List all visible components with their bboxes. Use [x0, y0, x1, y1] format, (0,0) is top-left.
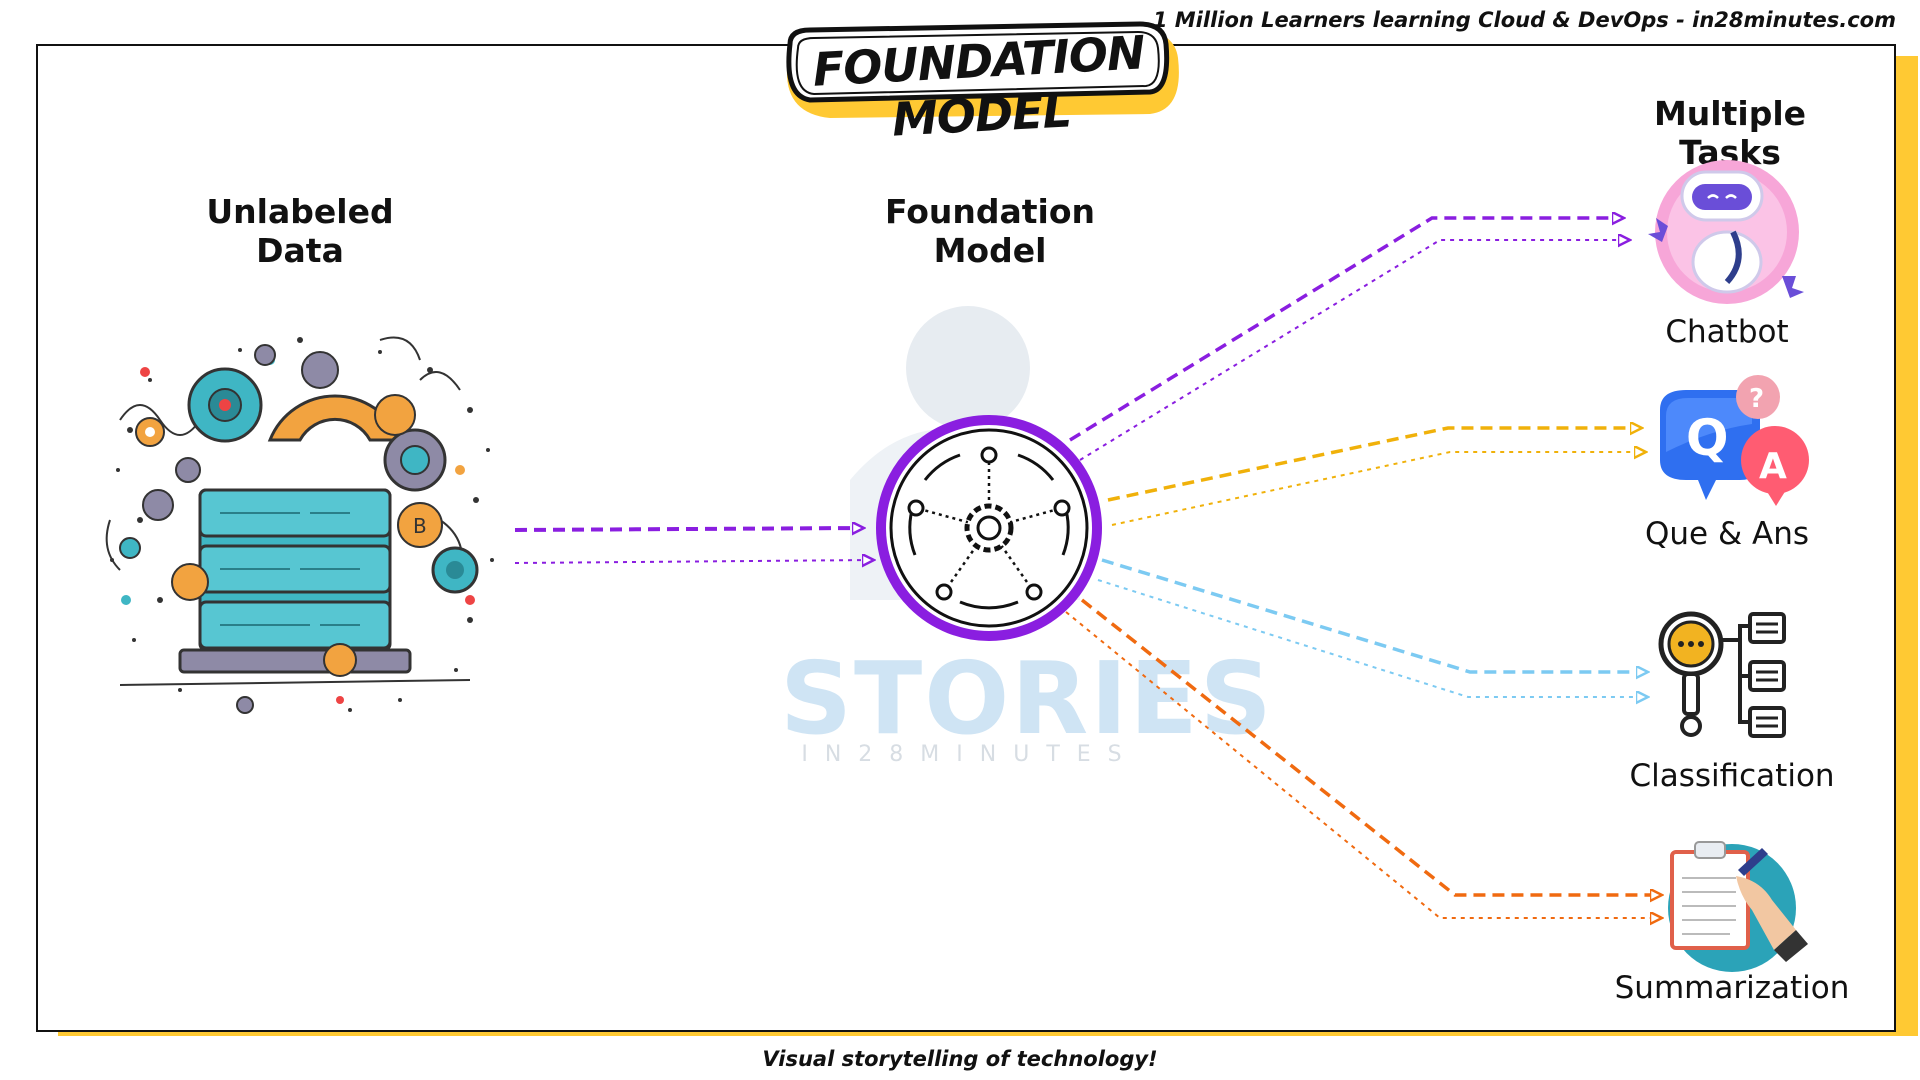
tagline: 1 Million Learners learning Cloud & DevO…	[1152, 8, 1896, 32]
watermark-sub: IN28MINUTES	[801, 742, 1139, 767]
svg-text:?: ?	[1749, 384, 1764, 414]
qa-bubbles-icon: Q A ?	[1660, 375, 1809, 506]
svg-text:B: B	[413, 514, 427, 538]
svg-text:A: A	[1759, 446, 1787, 487]
svg-text:Q: Q	[1686, 409, 1729, 467]
task-label-qa: Que & Ans	[1644, 516, 1809, 552]
model-heading: Foundation Model	[884, 192, 1095, 270]
classification-arrow-secondary	[1097, 579, 1646, 697]
task-label-chatbot: Chatbot	[1665, 314, 1789, 350]
task-label-classification: Classification	[1629, 758, 1835, 794]
title-badge	[786, 21, 1179, 118]
classification-arrow-main	[1101, 558, 1646, 672]
clipboard-pen-icon	[1668, 841, 1808, 972]
input-heading: Unlabeled Data	[206, 192, 394, 270]
chatbot-arrow-main	[1069, 218, 1622, 442]
qa-arrow-main	[1107, 428, 1640, 502]
summarization-arrow-main	[1080, 598, 1660, 895]
scatter-dots	[110, 337, 494, 712]
input-arrow-main	[514, 528, 862, 530]
task-label-summarization: Summarization	[1614, 970, 1850, 1006]
input-arrow-secondary	[514, 560, 872, 563]
qa-arrow-secondary	[1111, 452, 1644, 526]
robot-icon	[1648, 160, 1804, 304]
magnifier-list-icon	[1658, 611, 1786, 738]
footer-text: Visual storytelling of technology!	[762, 1047, 1158, 1071]
